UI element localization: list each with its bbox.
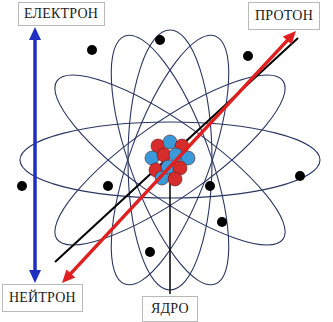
electron-dot: [155, 35, 165, 45]
electron-dot: [217, 217, 227, 227]
electron-dot: [145, 247, 155, 257]
double-arrow: [29, 27, 41, 283]
label-text: ЯДРО: [151, 300, 189, 318]
label-text: ЕЛЕКТРОН: [24, 5, 99, 23]
axis-line: [55, 38, 298, 262]
electron-dot: [103, 181, 113, 191]
label-box: ЯДРО: [142, 296, 198, 322]
orbits: [20, 22, 320, 297]
double-arrow: [62, 31, 296, 283]
label-box: ЕЛЕКТРОН: [18, 2, 105, 26]
arrow-head: [62, 269, 75, 283]
label-text: ПРОТОН: [255, 7, 313, 25]
nucleus: [145, 135, 195, 186]
electron-dot: [295, 171, 305, 181]
arrow-head: [29, 270, 41, 283]
electron-dot: [205, 181, 215, 191]
leader-line: [169, 172, 171, 294]
arrow-shaft: [33, 37, 37, 273]
arrow-head: [29, 27, 41, 40]
nucleon: [168, 172, 182, 186]
electron-dot: [87, 45, 97, 55]
arrow-head: [283, 31, 296, 45]
label-box: ПРОТОН: [248, 2, 320, 30]
label-box: НЕЙТРОН: [2, 284, 83, 312]
electron-dot: [17, 181, 27, 191]
electron-dot: [243, 51, 253, 61]
orbit: [87, 22, 252, 297]
arrow-shaft: [69, 38, 289, 275]
label-text: НЕЙТРОН: [9, 289, 76, 307]
orbit: [87, 22, 252, 297]
